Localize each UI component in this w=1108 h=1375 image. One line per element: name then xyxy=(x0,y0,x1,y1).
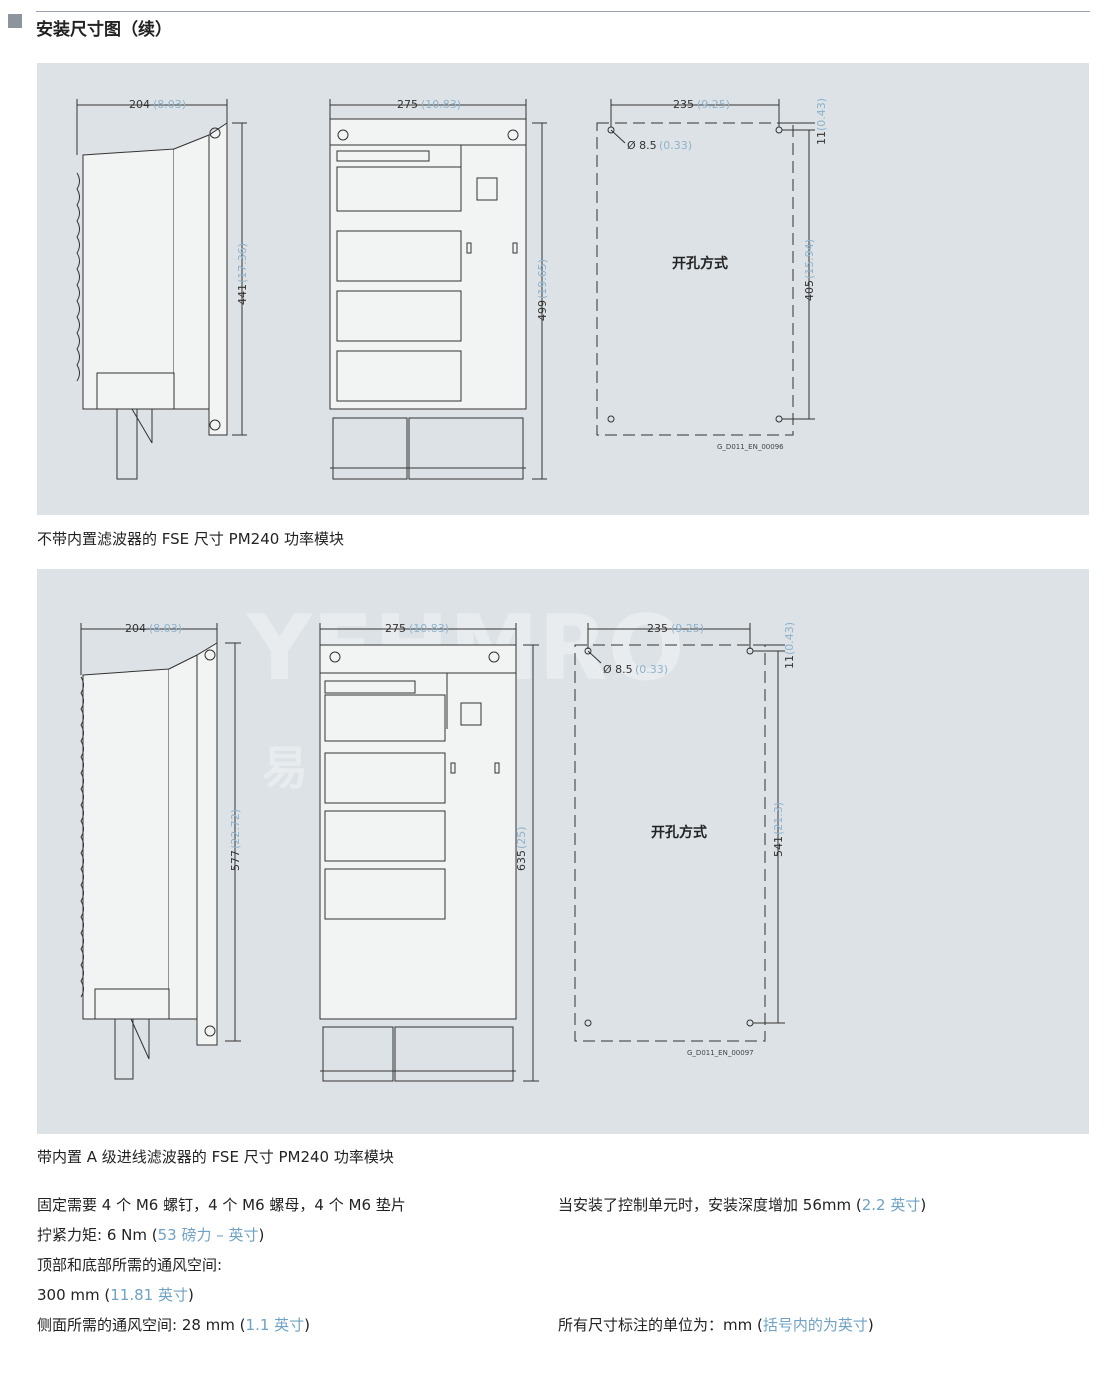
header-rule xyxy=(36,11,1090,12)
note-vent-top-bottom-value: 300 mm (11.81 英寸) xyxy=(37,1284,194,1305)
dim-side-width-2: 204 xyxy=(125,622,146,635)
dim-side-height-2: 577 xyxy=(229,850,242,871)
drawing-code-1: G_D011_EN_00096 xyxy=(717,443,784,451)
dim-hole-dia-2: Ø 8.5 xyxy=(603,663,633,676)
dim-hole-dia-in-2: (0.33) xyxy=(635,663,668,676)
dim-hole-dia-1: Ø 8.5 xyxy=(627,139,657,152)
caption-1: 不带内置滤波器的 FSE 尺寸 PM240 功率模块 xyxy=(37,530,345,548)
dim-side-height-in-1: (17.36) xyxy=(236,243,249,283)
note-vent-tb-prefix: 300 mm ( xyxy=(37,1286,111,1304)
dim-hole-width-in-2: (9.25) xyxy=(671,622,704,635)
dim-side-height-in-2: (22.72) xyxy=(229,809,242,849)
note-units-suffix: ) xyxy=(867,1316,874,1334)
dim-front-height-in-2: (25) xyxy=(515,826,528,849)
side-view-1 xyxy=(76,99,247,480)
dim-front-width-in-1: (10.83) xyxy=(421,98,461,111)
drill-pattern-label-2: 开孔方式 xyxy=(651,824,707,841)
dim-side-width-in-2: (8.03) xyxy=(149,622,182,635)
note-vent-top-bottom: 顶部和底部所需的通风空间: xyxy=(37,1256,223,1274)
note-vent-tb-inch: 11.81 英寸 xyxy=(110,1286,188,1304)
note-units-prefix: 所有尺寸标注的单位为：mm ( xyxy=(558,1316,763,1334)
drawing-panel-1: 204 (8.03) 441 (17.36) 275 (10.83) 499 (… xyxy=(37,63,1089,515)
note-torque-prefix: 拧紧力矩: 6 Nm ( xyxy=(37,1226,158,1244)
note-units: 所有尺寸标注的单位为：mm (括号内的为英寸) xyxy=(558,1314,874,1335)
dim-front-width-1: 275 xyxy=(397,98,418,111)
front-view-1 xyxy=(329,99,547,480)
caption-2: 带内置 A 级进线滤波器的 FSE 尺寸 PM240 功率模块 xyxy=(37,1148,394,1166)
dim-offset-in-1: (0.43) xyxy=(815,98,828,131)
dim-side-height-1: 441 xyxy=(236,284,249,305)
dim-side-width-1: 204 xyxy=(129,98,150,111)
note-depth-prefix: 当安装了控制单元时，安装深度增加 56mm ( xyxy=(558,1196,862,1214)
note-vent-side-suffix: ) xyxy=(304,1316,311,1334)
drawing-svg-1: 204 (8.03) 441 (17.36) 275 (10.83) 499 (… xyxy=(76,98,828,480)
section-header: 安装尺寸图（续） xyxy=(0,0,1108,50)
note-fixing: 固定需要 4 个 M6 螺钉，4 个 M6 螺母，4 个 M6 垫片 xyxy=(37,1196,406,1214)
note-depth-inch: 2.2 英寸 xyxy=(861,1196,921,1214)
dim-front-height-1: 499 xyxy=(536,300,549,321)
note-vent-side: 侧面所需的通风空间: 28 mm (1.1 英寸) xyxy=(37,1314,310,1335)
dim-offset-2: 11 xyxy=(783,655,796,669)
dim-hole-width-2: 235 xyxy=(647,622,668,635)
note-torque: 拧紧力矩: 6 Nm (53 磅力 – 英寸) xyxy=(37,1224,264,1245)
dim-front-width-2: 275 xyxy=(385,622,406,635)
side-view-2 xyxy=(80,623,241,1080)
dim-hole-height-1: 405 xyxy=(803,280,816,301)
dim-hole-dia-in-1: (0.33) xyxy=(659,139,692,152)
drawing-svg-2: YEHMRO 易 控 工 品 xyxy=(80,596,796,1082)
note-depth-suffix: ) xyxy=(920,1196,927,1214)
drawing-panel-2: YEHMRO 易 控 工 品 xyxy=(37,569,1089,1134)
dim-front-height-in-1: (19.65) xyxy=(536,259,549,299)
dim-hole-width-in-1: (9.25) xyxy=(697,98,730,111)
front-view-2 xyxy=(319,623,539,1082)
note-torque-inch: 53 磅力 – 英寸 xyxy=(157,1226,259,1244)
dim-offset-1: 11 xyxy=(815,131,828,145)
note-torque-suffix: ) xyxy=(258,1226,265,1244)
dim-hole-height-2: 541 xyxy=(772,836,785,857)
dim-front-width-in-2: (10.83) xyxy=(409,622,449,635)
dim-side-width-in-1: (8.03) xyxy=(153,98,186,111)
dim-hole-height-in-2: (21.3) xyxy=(772,802,785,835)
page-title: 安装尺寸图（续） xyxy=(36,20,172,40)
note-units-inch: 括号内的为英寸 xyxy=(762,1316,868,1334)
drill-pattern-label-1: 开孔方式 xyxy=(672,255,728,272)
header-marker xyxy=(8,14,22,28)
note-vent-side-inch: 1.1 英寸 xyxy=(245,1316,305,1334)
dim-hole-height-in-1: (15.94) xyxy=(803,239,816,279)
drawing-code-2: G_D011_EN_00097 xyxy=(687,1049,754,1057)
note-depth: 当安装了控制单元时，安装深度增加 56mm (2.2 英寸) xyxy=(558,1194,926,1215)
dim-offset-in-2: (0.43) xyxy=(783,622,796,655)
dim-front-height-2: 635 xyxy=(515,850,528,871)
note-vent-side-prefix: 侧面所需的通风空间: 28 mm ( xyxy=(37,1316,246,1334)
note-vent-tb-suffix: ) xyxy=(187,1286,194,1304)
hole-pattern-1 xyxy=(596,99,815,436)
dim-hole-width-1: 235 xyxy=(673,98,694,111)
hole-pattern-2 xyxy=(574,623,785,1042)
